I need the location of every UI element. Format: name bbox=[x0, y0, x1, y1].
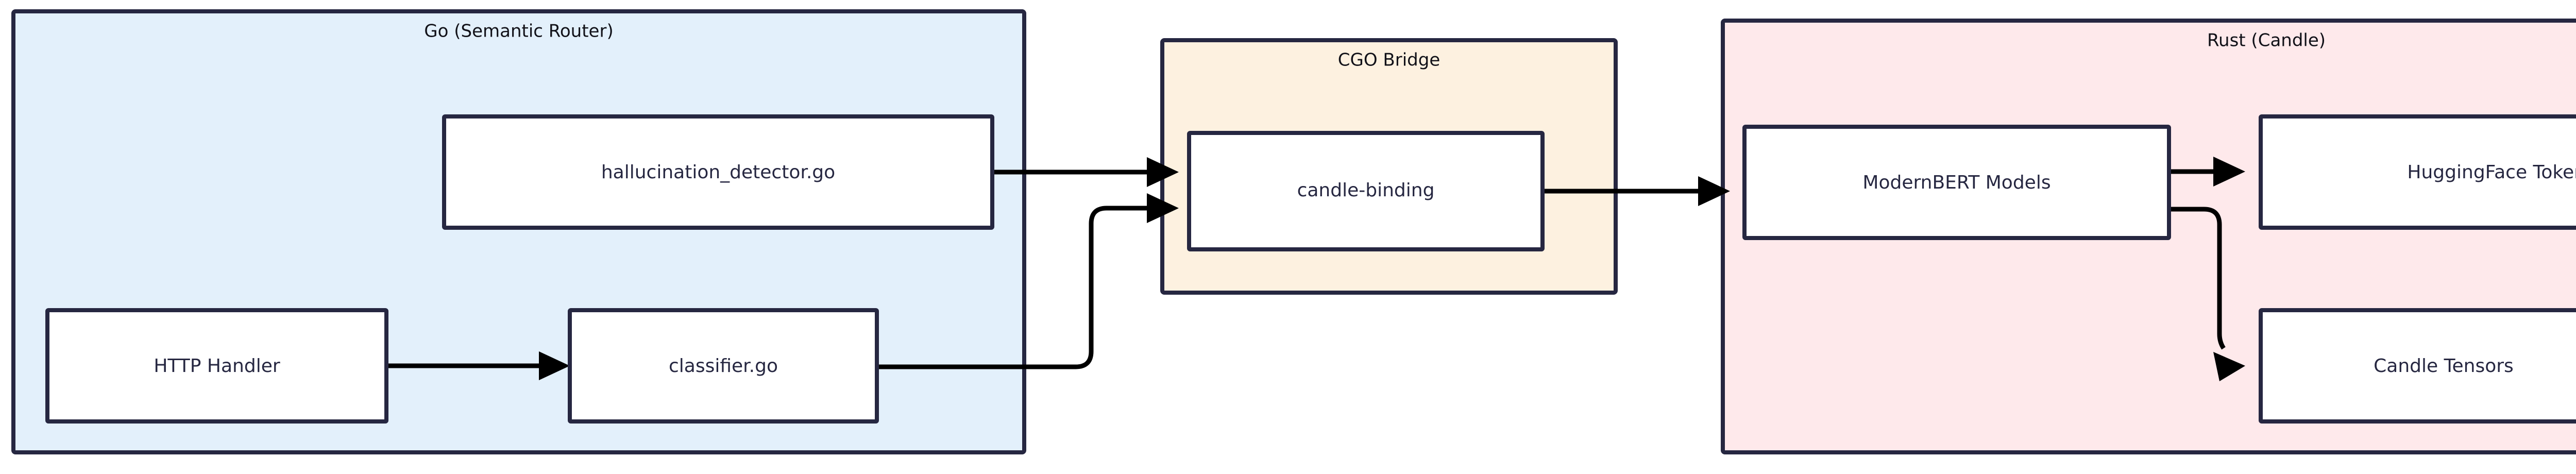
node-http-handler-label: HTTP Handler bbox=[154, 356, 280, 377]
node-huggingface-tokenizers-rect bbox=[2259, 114, 2576, 230]
cluster-rust-label: Rust (Candle) bbox=[2207, 30, 2326, 51]
edge-modernbert-to-huggingface-tokenizers bbox=[2169, 157, 2245, 187]
node-candle-binding-rect bbox=[1187, 131, 1545, 251]
node-classifier[interactable]: classifier.go bbox=[568, 308, 879, 424]
edge-classifier-to-candle-binding bbox=[877, 193, 1179, 369]
node-candle-tensors[interactable]: Candle Tensors bbox=[2259, 308, 2576, 424]
node-http-handler-rect bbox=[45, 308, 388, 424]
cluster-cgo-label: CGO Bridge bbox=[1338, 50, 1440, 71]
edge-path bbox=[2169, 207, 2226, 350]
arrowhead-icon bbox=[2213, 352, 2245, 381]
node-candle-tensors-label: Candle Tensors bbox=[2374, 356, 2514, 377]
arrowhead-icon bbox=[1147, 193, 1179, 223]
edge-http-handler-to-classifier bbox=[386, 351, 570, 380]
node-candle-tensors-rect bbox=[2259, 308, 2576, 424]
node-hallucination-detector-label: hallucination_detector.go bbox=[601, 162, 835, 183]
node-classifier-label: classifier.go bbox=[669, 356, 778, 377]
node-http-handler[interactable]: HTTP Handler bbox=[45, 308, 388, 424]
node-hallucination-detector[interactable]: hallucination_detector.go bbox=[442, 114, 994, 230]
arrowhead-icon bbox=[1147, 157, 1179, 187]
edge-candle-binding-to-modernbert bbox=[1543, 176, 1730, 206]
cluster-go-label: Go (Semantic Router) bbox=[424, 21, 613, 42]
arrowhead-icon bbox=[1698, 176, 1730, 206]
node-candle-binding-label: candle-binding bbox=[1297, 180, 1435, 201]
node-modernbert-models[interactable]: ModernBERT Models bbox=[1742, 125, 2171, 240]
node-huggingface-tokenizers[interactable]: HuggingFace Tokenizers bbox=[2259, 114, 2576, 230]
node-candle-binding[interactable]: candle-binding bbox=[1187, 131, 1545, 251]
node-modernbert-models-label: ModernBERT Models bbox=[1862, 172, 2050, 193]
edge-path bbox=[877, 206, 1154, 369]
node-huggingface-tokenizers-label: HuggingFace Tokenizers bbox=[2407, 162, 2576, 183]
arrowhead-icon bbox=[539, 351, 570, 380]
edge-hallucination-detector-to-candle-binding bbox=[992, 157, 1179, 187]
edge-modernbert-to-candle-tensors bbox=[2169, 207, 2245, 381]
node-modernbert-models-rect bbox=[1742, 125, 2171, 240]
node-classifier-rect bbox=[568, 308, 879, 424]
node-hallucination-detector-rect bbox=[442, 114, 994, 230]
arrowhead-icon bbox=[2213, 157, 2245, 187]
